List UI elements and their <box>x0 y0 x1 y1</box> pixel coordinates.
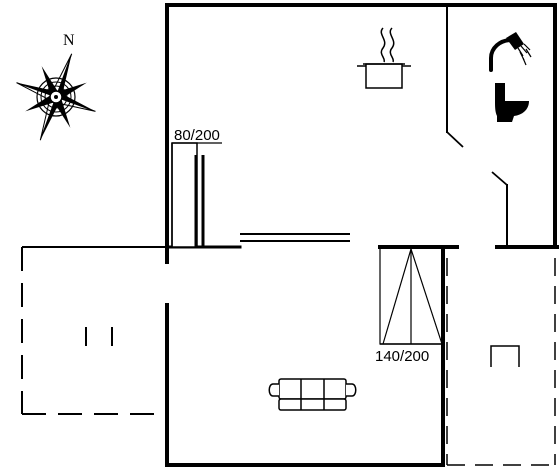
compass-north-label: N <box>63 32 75 49</box>
sofa-icon <box>268 378 357 411</box>
shower-icon <box>489 32 532 72</box>
terrace-left <box>21 246 170 415</box>
compass-rose-icon: N <box>16 32 96 141</box>
bed-label-140-200: 140/200 <box>375 348 429 365</box>
chair-icon <box>490 345 520 367</box>
terrace-right <box>446 258 556 466</box>
walls <box>165 3 559 467</box>
cooking-pot-icon <box>357 27 411 89</box>
bed-label-80-200: 80/200 <box>174 127 220 144</box>
toilet-icon <box>495 83 529 122</box>
single-bed: 80/200 <box>171 127 222 248</box>
room-opening <box>240 233 350 242</box>
bathroom-door <box>446 131 508 186</box>
double-bed <box>379 246 443 345</box>
